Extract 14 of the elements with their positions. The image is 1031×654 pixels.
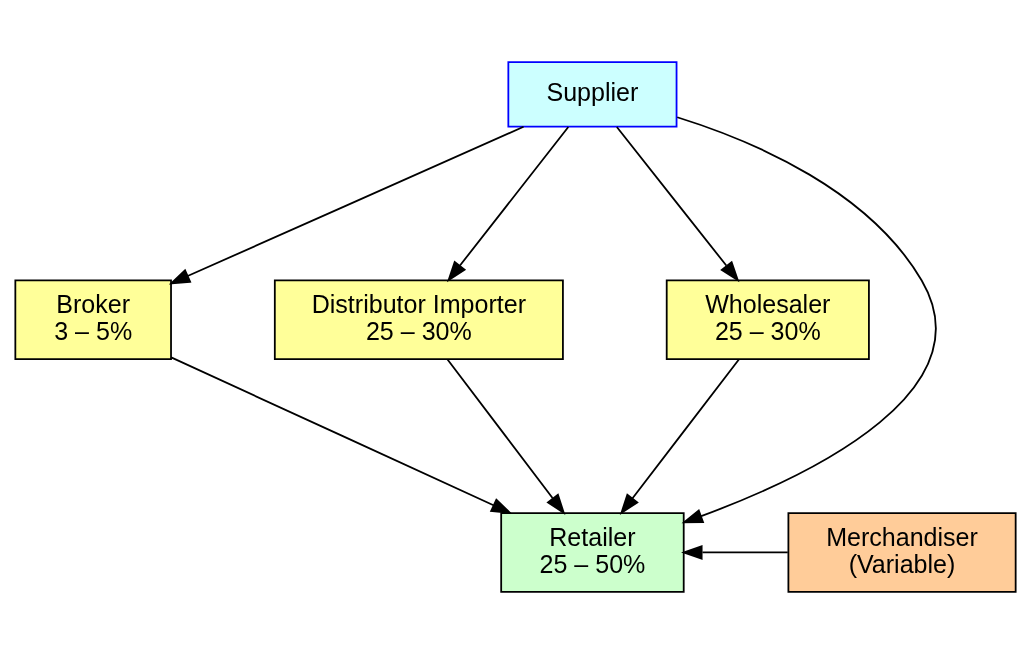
arrow: [615, 126, 740, 283]
node-box: Retailer 25 – 50%: [500, 512, 685, 593]
node-box: Distributor Importer 25 – 30%: [273, 279, 564, 361]
arrow: [619, 358, 740, 515]
node-box: Supplier: [507, 61, 678, 128]
arrow: [446, 126, 570, 283]
arrow: [168, 125, 525, 285]
node-box: Wholesaler 25 – 30%: [665, 279, 870, 361]
arrow: [170, 356, 513, 514]
node-box: Broker 3 – 5%: [14, 279, 172, 361]
node-box: Merchandiser (Variable): [787, 512, 1017, 593]
arrow: [681, 544, 789, 560]
arrow: [676, 116, 937, 524]
arrow: [446, 358, 566, 515]
